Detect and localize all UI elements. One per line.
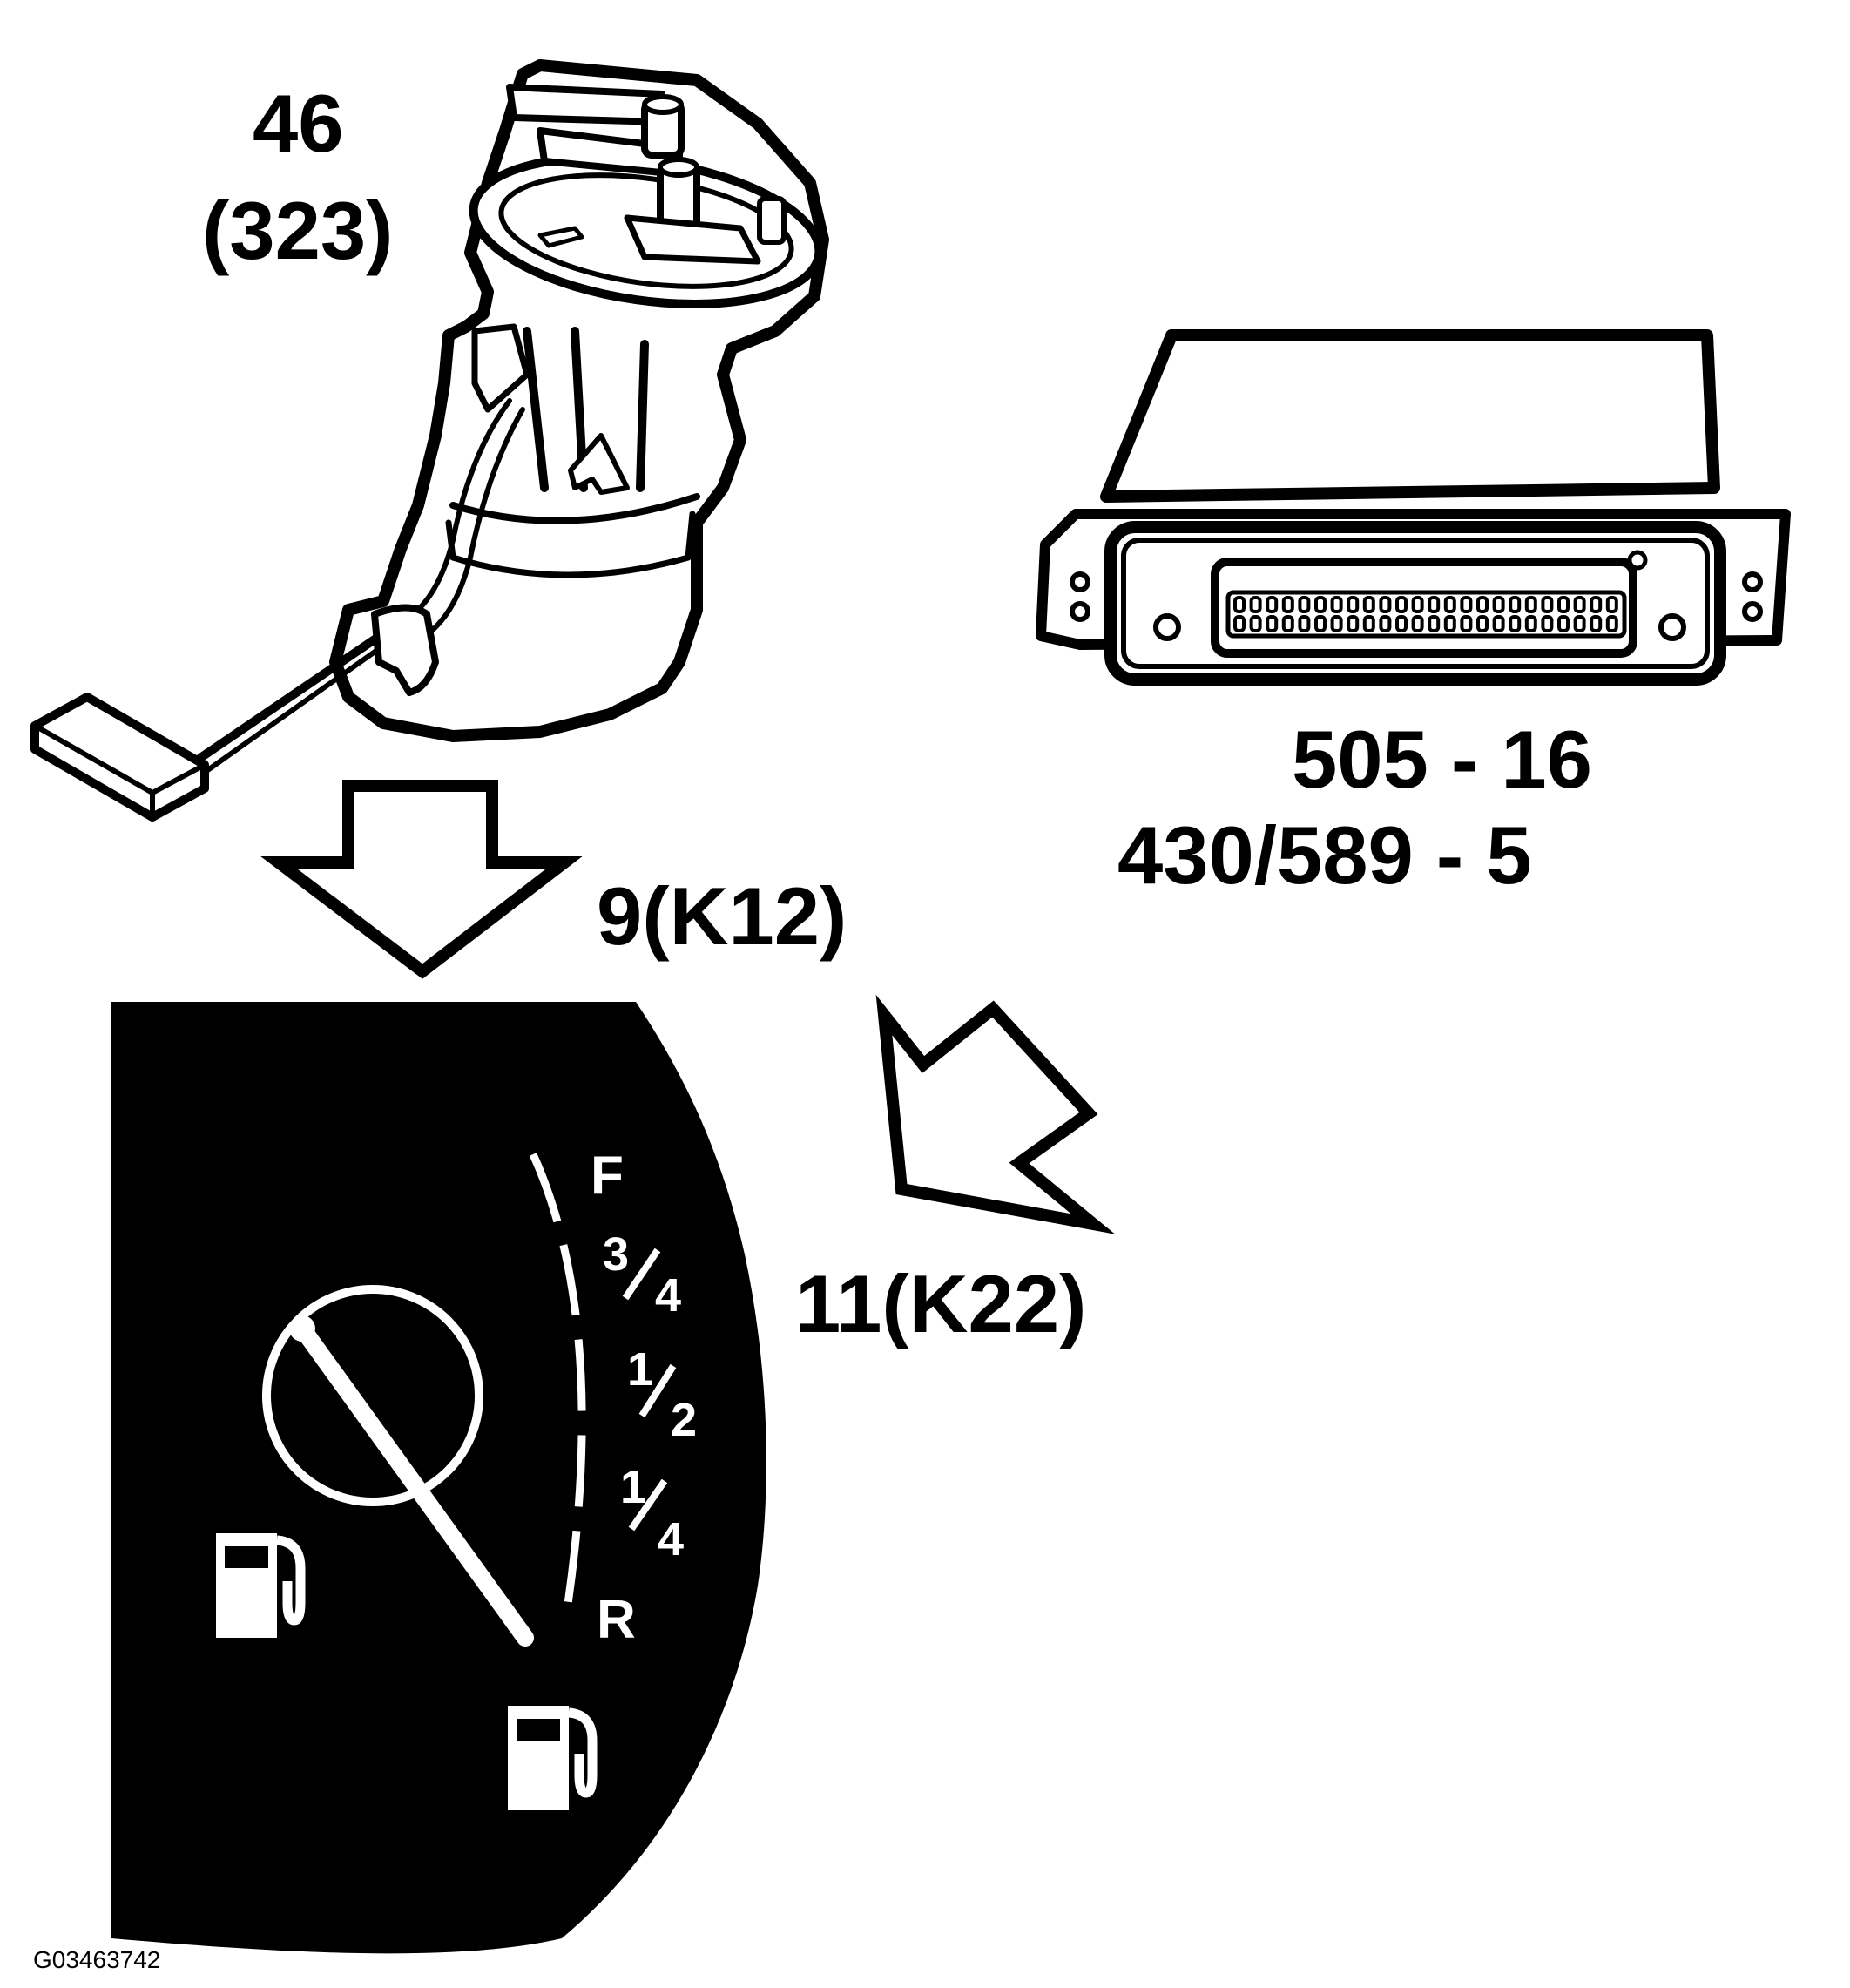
connector-pin <box>1347 615 1360 632</box>
connector-pin <box>1541 615 1554 632</box>
connector-pin <box>1314 596 1327 613</box>
connector-pin <box>1541 596 1554 613</box>
gauge-label-full: F <box>591 1146 624 1206</box>
connector-pin <box>1492 615 1505 632</box>
gauge-label-quarter-den: 4 <box>658 1513 684 1565</box>
connector-pin <box>1379 615 1392 632</box>
arrow-diagonal <box>875 994 1116 1234</box>
connector-pin <box>1233 615 1246 632</box>
connector-pin <box>1590 596 1603 613</box>
gauge-label-half-den: 2 <box>671 1394 697 1446</box>
figure-code: G03463742 <box>33 1946 161 1973</box>
fuel-pump-sub-label: (323) <box>202 185 394 276</box>
arrow-down <box>260 780 583 979</box>
connector-pin <box>1233 596 1246 613</box>
needle-hub-ring <box>262 1285 483 1506</box>
connector-pin <box>1314 615 1327 632</box>
connector-pin <box>1428 596 1441 613</box>
connector-pin <box>1476 615 1489 632</box>
connector-pin <box>1281 615 1294 632</box>
connector-pin <box>1573 596 1586 613</box>
gauge-label-reserve: R <box>597 1590 636 1650</box>
connector-pin <box>1330 596 1343 613</box>
connector-pin <box>1605 596 1618 613</box>
connector-pins <box>1233 596 1618 632</box>
connector-pin <box>1492 596 1505 613</box>
connector-pin <box>1362 615 1375 632</box>
gauge-arc <box>529 1153 586 1617</box>
gauge-fraction-bar <box>638 1363 677 1418</box>
fuel-pump-assembly <box>30 59 829 822</box>
connector-pin <box>1298 596 1311 613</box>
connector-pin <box>1590 615 1603 632</box>
gauge-label-quarter-num: 1 <box>620 1461 646 1513</box>
connector-pin <box>1476 596 1489 613</box>
circuit-label-k12: 9(K12) <box>597 870 847 962</box>
connector-pin <box>1557 615 1570 632</box>
needle <box>294 1320 534 1647</box>
connector-pin <box>1347 596 1360 613</box>
connector-pin <box>1281 596 1294 613</box>
connector-pin <box>1509 615 1522 632</box>
connector-pin <box>1298 615 1311 632</box>
module-label-top: 505 - 16 <box>1292 713 1592 805</box>
connector-pin <box>1428 615 1441 632</box>
needle-tip <box>289 1315 315 1342</box>
gauge-label-three-quarter-num: 3 <box>603 1228 629 1281</box>
gauge-fraction-bar <box>628 1478 668 1532</box>
fuel-pump-label: 46 <box>253 78 344 169</box>
connector-pin <box>1605 615 1618 632</box>
connector-pin <box>1524 615 1537 632</box>
connector-pin <box>1443 596 1456 613</box>
gauge-fraction-bar <box>622 1248 661 1301</box>
connector-pin <box>1379 596 1392 613</box>
connector-pin <box>1266 596 1279 613</box>
connector-pin <box>1524 596 1537 613</box>
fuel-pump-icon <box>216 1533 306 1638</box>
connector-pin <box>1557 596 1570 613</box>
connector-pin <box>1509 596 1522 613</box>
connector-pin <box>1362 596 1375 613</box>
fuel-pump-icon <box>508 1706 598 1810</box>
connector-pin <box>1411 615 1424 632</box>
module-label-bottom: 430/589 - 5 <box>1117 809 1532 901</box>
connector-pin <box>1249 615 1262 632</box>
connector-pin <box>1249 596 1262 613</box>
fuel-gauge: F 3 4 1 2 1 4 R <box>111 1002 766 1954</box>
connector-pin <box>1395 596 1408 613</box>
connector-pin <box>1411 596 1424 613</box>
connector-pin <box>1460 596 1473 613</box>
gauge-label-half-num: 1 <box>627 1343 653 1396</box>
circuit-label-k22: 11(K22) <box>795 1258 1087 1349</box>
connector-pin <box>1460 615 1473 632</box>
connector-pin <box>1266 615 1279 632</box>
connector-pin <box>1443 615 1456 632</box>
gauge-label-three-quarter-den: 4 <box>655 1269 681 1322</box>
connector-pin <box>1330 615 1343 632</box>
connector-pin <box>1573 615 1586 632</box>
connector-pin <box>1395 615 1408 632</box>
